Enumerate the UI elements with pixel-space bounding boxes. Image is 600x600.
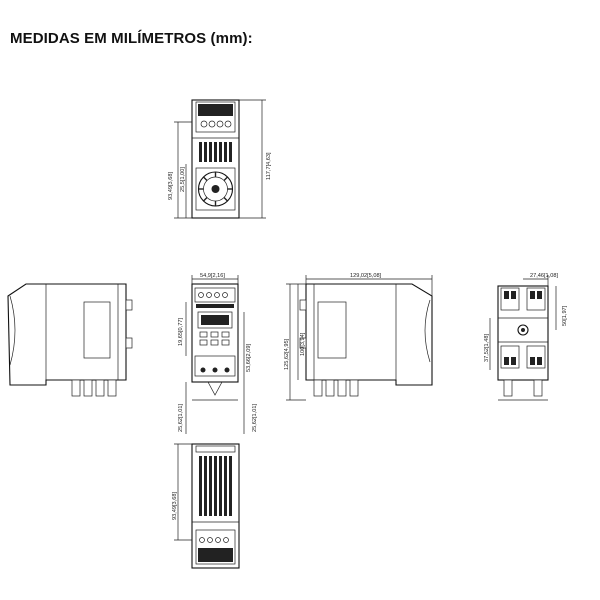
front-view-outline — [191, 283, 239, 383]
right-dim-h1: 125,62[4,95] — [284, 338, 290, 370]
front-dim-width: 54,9[2,16] — [200, 273, 225, 279]
top-view-outline — [191, 99, 240, 219]
bottom-view: 93,49[3,68] — [172, 443, 240, 569]
fan-blades — [198, 172, 233, 206]
fan-housing — [195, 167, 236, 211]
front-dim-1: 19,65[0,77] — [178, 318, 184, 346]
rear-dim-h1: 37,52[1,48] — [484, 334, 490, 362]
front-view: 54,9[2,16] 19,65[0,77] 53,66[2,09] 25,62… — [178, 273, 258, 434]
bottom-vent-slots — [199, 456, 232, 516]
bottom-dim-1: 93,49[3,68] — [172, 492, 178, 520]
top-dim-3: 117,7[4,63] — [266, 152, 272, 180]
top-view: 93,49[3,68] 25,5[1,00] 117,7[4,63] — [168, 99, 272, 219]
top-terminal-strip — [198, 104, 233, 116]
right-dim-h2: 100[3,94] — [300, 332, 306, 356]
rear-mount-hole — [517, 324, 529, 336]
right-dim-width: 129,02[5,08] — [350, 273, 382, 279]
top-dim-2: 25,5[1,00] — [180, 167, 186, 192]
right-side-label-area — [317, 301, 347, 359]
front-keypad — [199, 331, 230, 346]
rear-dim-width: 27,46[1,08] — [530, 273, 558, 279]
front-dim-2: 53,66[2,09] — [246, 344, 252, 372]
rear-dim-h2: 50[1,97] — [562, 305, 568, 326]
top-terminal-screws — [200, 120, 232, 128]
front-dim-3: 25,62[1,01] — [178, 404, 184, 432]
top-vent-slots — [199, 142, 232, 162]
front-bottom-terminals — [194, 355, 236, 377]
rear-view: 27,46[1,08] 37,52[1,48] 50[1,97] — [484, 273, 568, 401]
left-side-bottom-terminals — [71, 379, 117, 397]
top-dim-1: 93,49[3,68] — [168, 172, 174, 200]
left-side-view — [7, 283, 133, 397]
bottom-view-outline — [191, 443, 240, 569]
right-side-view: 129,02[5,08] 125,62[4,95] 100[3,94] — [284, 273, 433, 401]
right-side-bottom-terminals — [313, 379, 359, 397]
fan-hub — [211, 185, 220, 193]
left-side-label-area — [83, 301, 111, 359]
page-title: MEDIDAS EM MILÍMETROS (mm): — [10, 30, 253, 47]
front-dim-4: 25,62[1,01] — [252, 404, 258, 432]
front-din-clip — [207, 381, 223, 396]
rear-outline — [497, 285, 549, 381]
bottom-terminal-screws — [199, 537, 229, 543]
